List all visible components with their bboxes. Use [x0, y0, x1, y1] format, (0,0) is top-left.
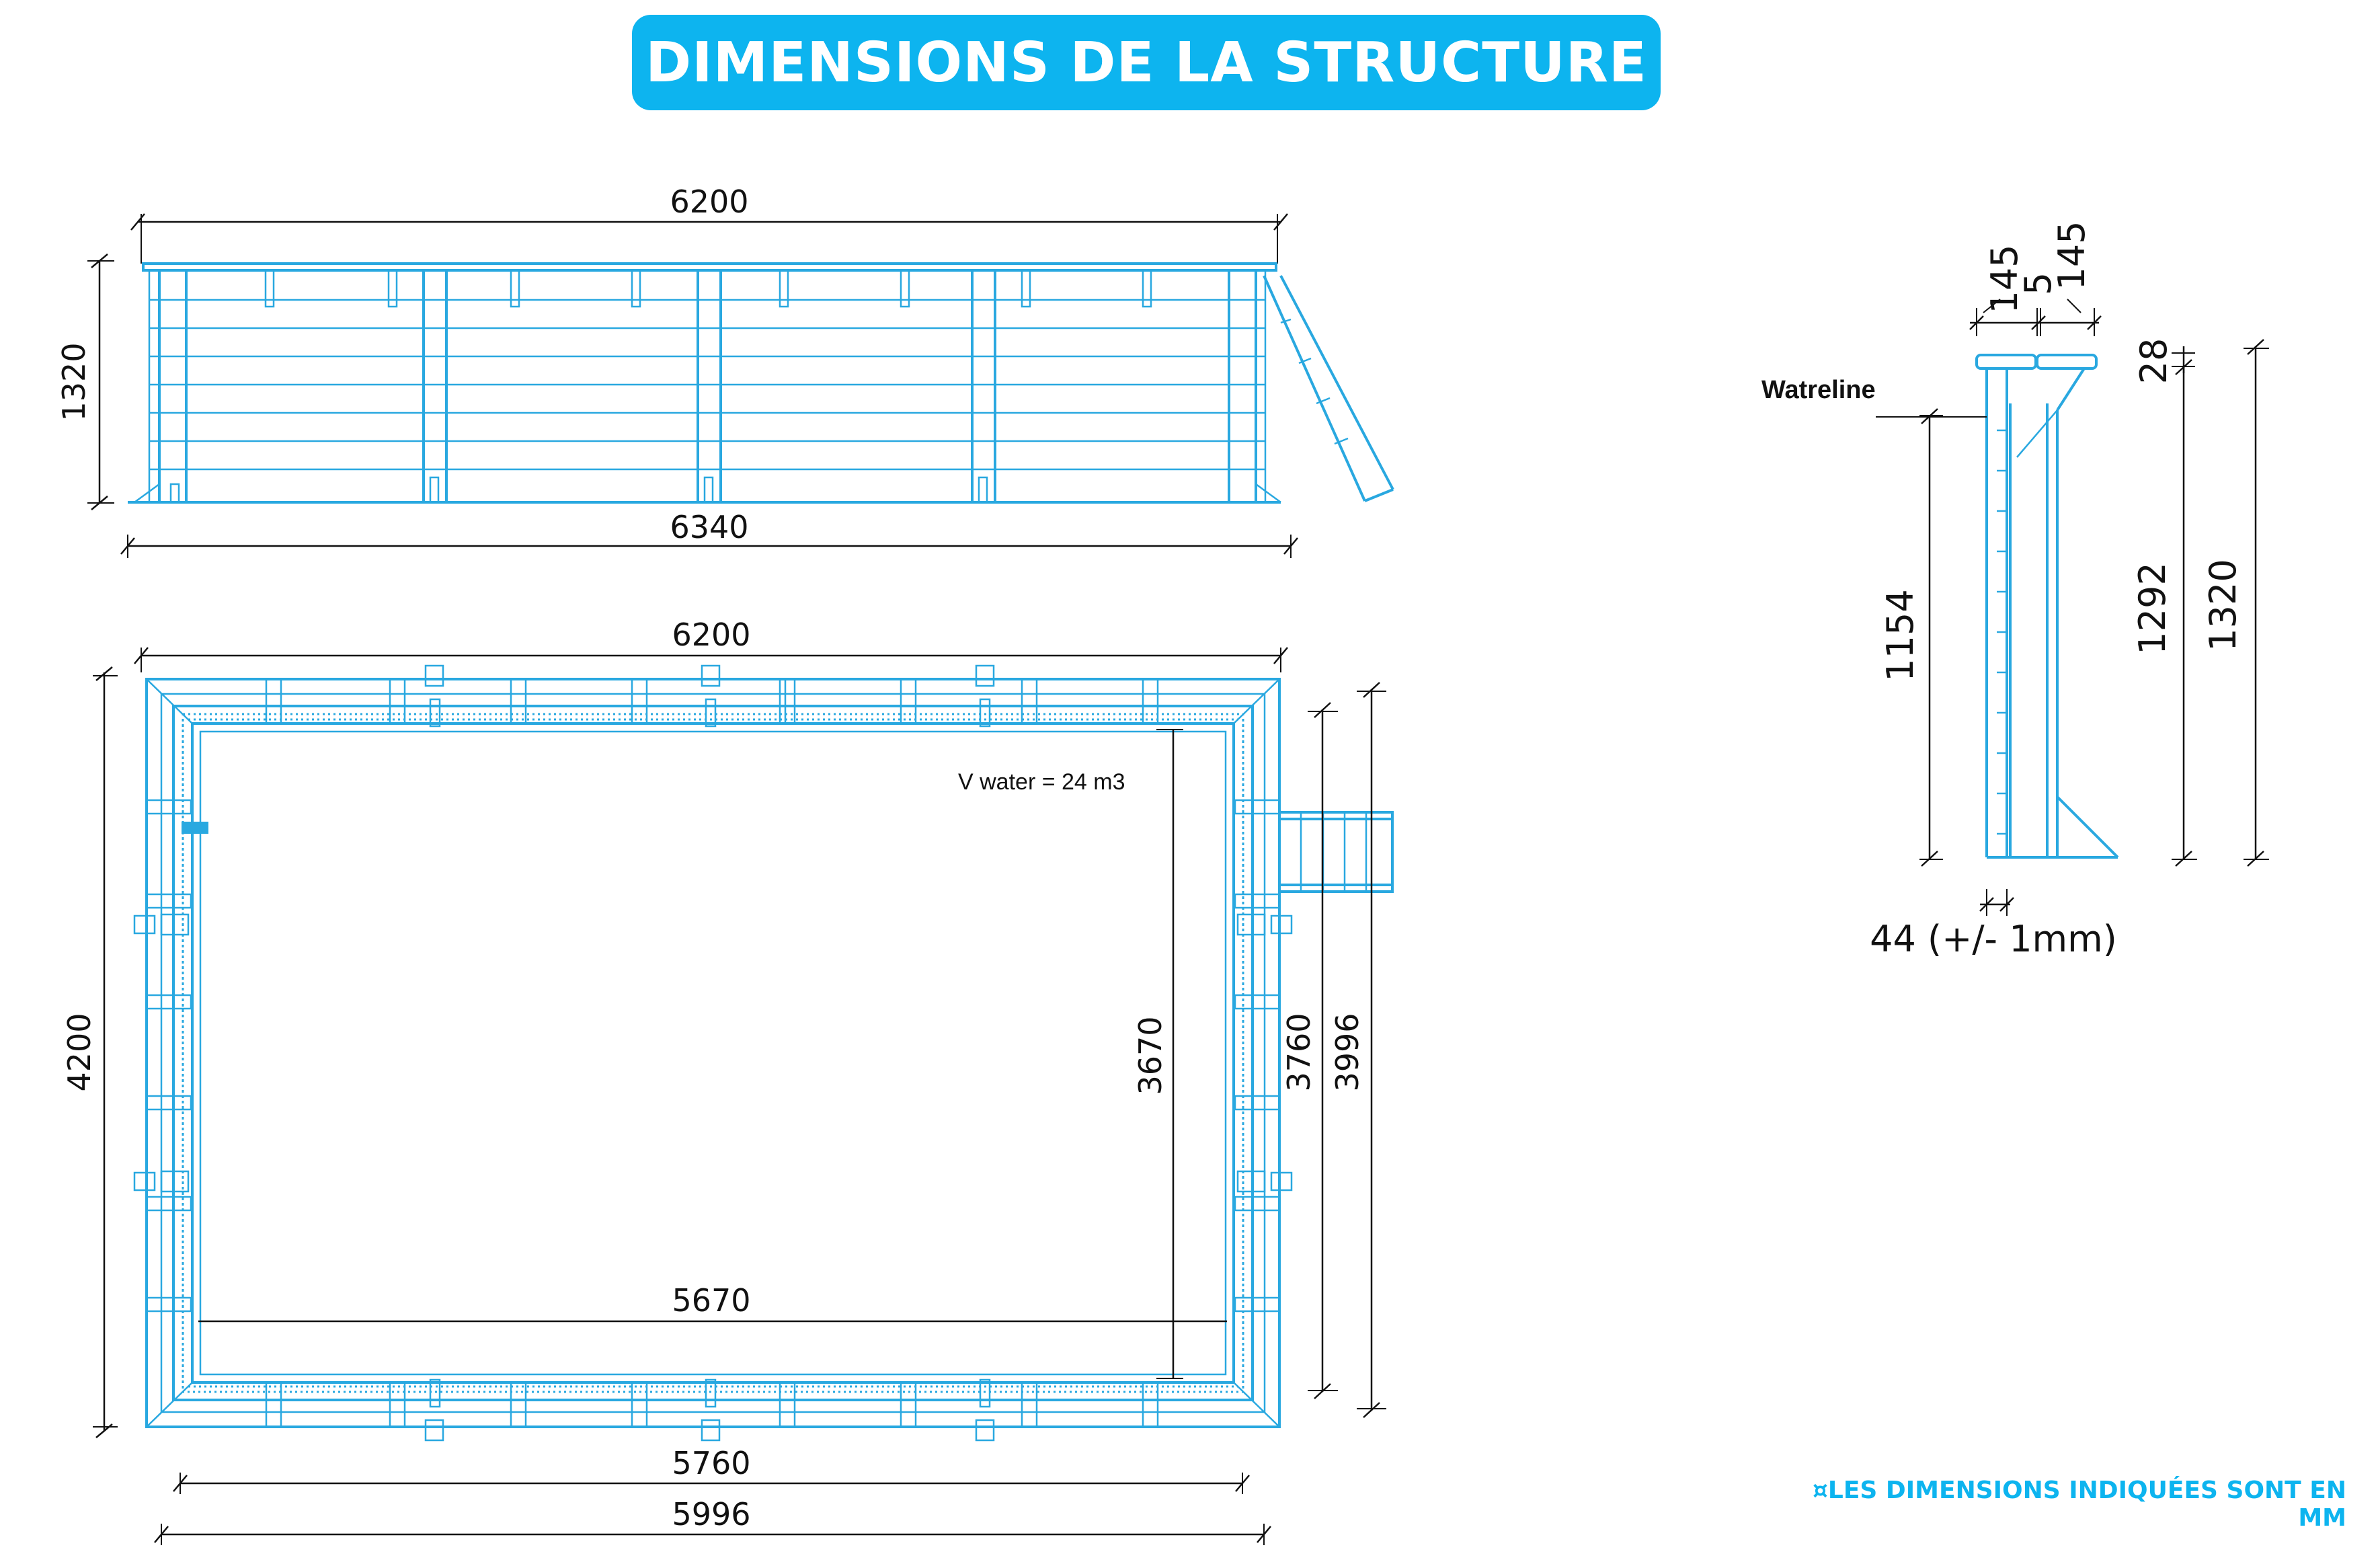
- dim-label-height-3760: 3760: [1281, 1013, 1317, 1091]
- dim-label-plan-width-top: 6200: [672, 617, 750, 653]
- dim-label-side-width-top: 6200: [670, 184, 748, 220]
- side-elevation-view: 6200: [56, 184, 1394, 558]
- dim-side-height: 1320: [56, 253, 114, 510]
- dim-width-5996: 5996: [154, 1496, 1271, 1545]
- side-elevation-wall: [128, 262, 1281, 504]
- dim-label-width-5996: 5996: [672, 1496, 750, 1532]
- dim-plan-width-top: 6200: [134, 617, 1288, 672]
- dim-label-height-3996: 3996: [1329, 1013, 1365, 1091]
- dim-height-3996: 3996: [1329, 682, 1386, 1418]
- dim-label-top-c: 145: [2051, 221, 2093, 290]
- pool-frame: [145, 678, 1281, 1428]
- dim-cap: 28: [2133, 338, 2195, 385]
- title-banner: DIMENSIONS DE LA STRUCTURE: [632, 15, 1661, 110]
- frame-posts-top: [265, 664, 1159, 728]
- units-footnote: ¤LES DIMENSIONS INDIQUÉES SONT EN MM: [1813, 1477, 2346, 1532]
- frame-posts-left: [133, 799, 208, 1313]
- wall-section-profile: [1975, 354, 2119, 859]
- frame-posts-right: [1234, 799, 1293, 1313]
- dim-thickness: 44 (+/- 1mm): [1870, 889, 2117, 960]
- dim-label-inner-height: 3670: [1132, 1016, 1168, 1095]
- dim-label-inner-width: 5670: [672, 1282, 750, 1319]
- side-elevation-ladder: [1263, 275, 1394, 502]
- dim-label-plan-height-outer: 4200: [61, 1013, 97, 1091]
- dim-label-side-height: 1320: [56, 342, 92, 421]
- dim-water-depth: 1154: [1879, 408, 1943, 867]
- frame-posts-bottom: [265, 1378, 1159, 1442]
- dim-label-total-height: 1320: [2202, 559, 2244, 651]
- dim-label-cap: 28: [2133, 338, 2175, 385]
- dim-width-5760: 5760: [173, 1445, 1250, 1494]
- wall-section-view: 145 5 145: [1761, 221, 2269, 960]
- dim-side-width-bottom: 6340: [120, 509, 1298, 558]
- dim-label-width-5760: 5760: [672, 1445, 750, 1481]
- dim-total-height: 1320: [2202, 339, 2269, 867]
- dim-inner-width: 5670: [198, 1282, 1227, 1323]
- skimmer-marker: [182, 822, 208, 834]
- water-volume-label: V water = 24 m3: [958, 769, 1125, 795]
- dim-inner-height: 3670: [1132, 729, 1183, 1379]
- dim-label-thickness: 44 (+/- 1mm): [1870, 918, 2117, 960]
- dim-height-3760: 3760: [1281, 702, 1338, 1399]
- dim-side-width-top: 6200: [130, 184, 1288, 264]
- dim-label-wall-height: 1292: [2131, 562, 2174, 654]
- dim-label-top-b: 5: [2017, 272, 2059, 295]
- dim-section-top: [1969, 299, 2102, 336]
- dim-wall-height: 1292: [2131, 359, 2197, 867]
- page-title: DIMENSIONS DE LA STRUCTURE: [645, 30, 1647, 95]
- plan-ladder: [1278, 811, 1394, 893]
- dim-plan-height-outer: 4200: [61, 666, 118, 1438]
- waterline-label: Watreline: [1761, 376, 1876, 404]
- dim-label-side-width-bottom: 6340: [670, 509, 748, 545]
- top-plan-view: 6200: [61, 617, 1394, 1545]
- dim-label-water-depth: 1154: [1879, 589, 1921, 681]
- dim-label-top-a: 145: [1983, 244, 2026, 313]
